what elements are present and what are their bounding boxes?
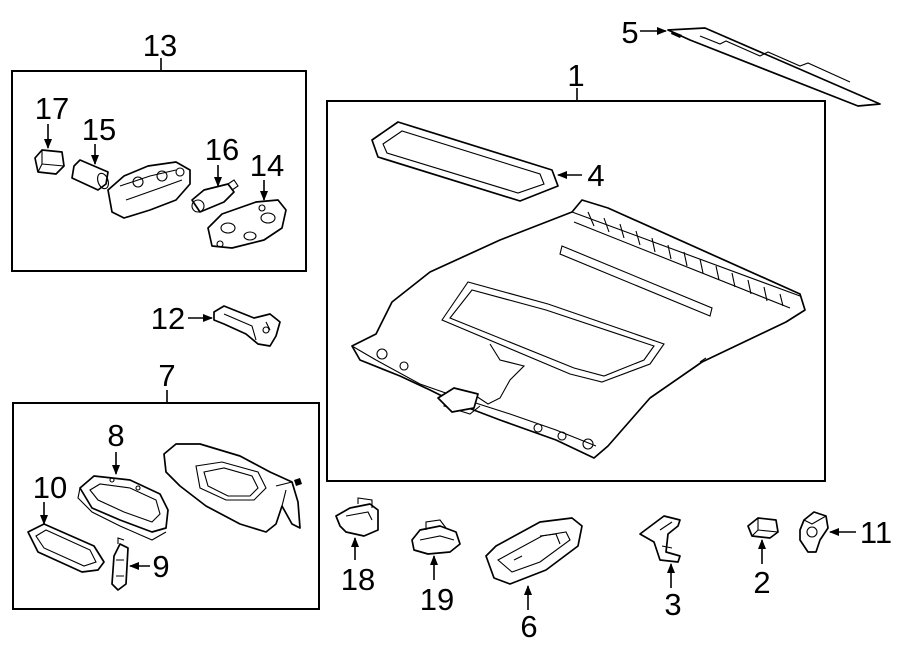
callout-13: 13 [143,28,177,63]
part-sunroof-frame [371,121,559,202]
callout-10: 10 [33,470,67,505]
part-sun-visor [163,443,302,533]
callout-16: 16 [205,132,239,167]
callout-4: 4 [587,158,604,193]
part-hook-11 [799,511,829,553]
part-headliner [351,199,806,459]
headliner-group-frame [326,100,826,482]
part-clip-2 [747,517,779,539]
part-mirror-frame-8 [77,475,169,541]
callout-11: 11 [860,515,892,550]
callout-6: 6 [520,609,537,644]
callout-1: 1 [567,58,584,93]
callout-3: 3 [664,587,681,622]
callout-17: 17 [35,91,69,126]
callout-18: 18 [341,562,375,597]
part-bulb-16 [191,179,239,213]
part-clip-17 [34,149,65,175]
part-lamp-housing [107,161,191,219]
part-rear-trim-strip [667,27,881,107]
part-mirror-lens-10 [27,523,105,573]
callout-5: 5 [621,15,638,50]
sun-visor-group-frame [12,402,320,610]
part-retainer-3 [639,515,681,563]
part-console-lens-14 [207,199,287,249]
part-lamp-9 [111,537,129,591]
part-bracket [213,305,281,347]
part-handle-bezel-6 [485,517,583,585]
callout-15: 15 [82,112,116,147]
callout-7: 7 [158,358,175,393]
callout-19: 19 [420,582,454,617]
callout-9: 9 [152,549,169,584]
callout-8: 8 [107,418,124,453]
part-bulb-15 [71,159,109,191]
part-clip-19 [411,519,461,555]
callout-2: 2 [753,565,770,600]
callout-12: 12 [151,301,185,336]
overhead-console-group-frame [11,70,307,272]
callout-14: 14 [250,148,284,183]
part-clip-18 [335,497,379,537]
